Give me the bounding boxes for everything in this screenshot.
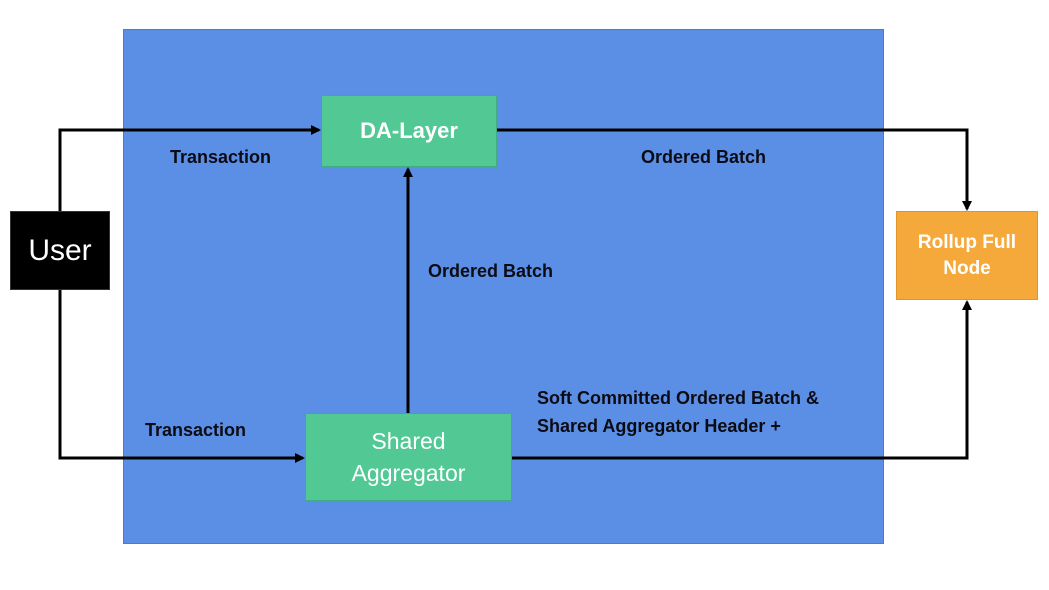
edge-label-user-to-aggregator: Transaction	[145, 420, 247, 440]
arrow-da-layer-to-rollup	[497, 128, 972, 211]
da-layer-node-label: DA-Layer	[360, 118, 458, 143]
edge-label-user-to-da: Transaction	[170, 147, 272, 167]
user-node-label: User	[28, 233, 92, 267]
edge-label-da-to-rollup: Ordered Batch	[641, 147, 767, 167]
da-layer-node: DA-Layer	[321, 95, 497, 167]
shared-aggregator-node-label: Shared Aggregator	[351, 428, 466, 486]
rollup-full-node-label: Rollup Full Node	[917, 231, 1017, 279]
shared-aggregator-node: Shared Aggregator	[305, 413, 512, 501]
edge-label-aggregator-to-rollup: Soft Committed Ordered Batch & Shared Ag…	[537, 388, 820, 436]
arrow-user-to-da-layer	[58, 125, 321, 211]
edge-label-aggregator-to-da: Ordered Batch	[428, 261, 554, 281]
arrow-aggregator-to-rollup	[512, 300, 972, 460]
user-node: User	[10, 211, 110, 290]
rollup-full-node: Rollup Full Node	[896, 211, 1038, 300]
arrow-user-to-shared-aggregator	[58, 290, 305, 463]
